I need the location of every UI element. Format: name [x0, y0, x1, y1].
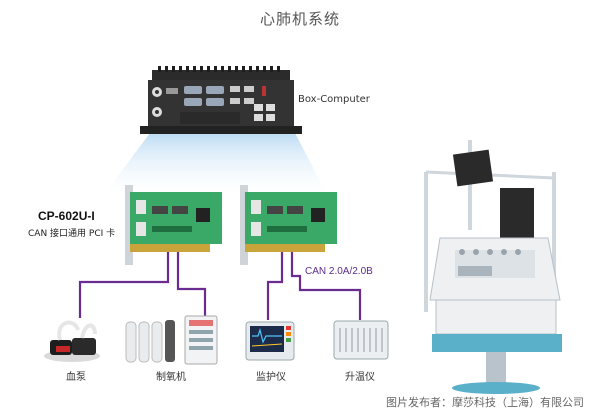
device-label-monitor: 监护仪	[256, 372, 286, 383]
signal-beam	[100, 133, 330, 200]
device-label-oxygen-machine: 制氧机	[156, 372, 186, 383]
pci-card-1	[125, 185, 222, 265]
card-description: CAN 接口通用 PCI 卡	[28, 229, 116, 239]
device-label-blood-pump: 血泵	[66, 372, 86, 383]
oxygen-machine-device	[125, 315, 218, 365]
box-computer	[140, 66, 302, 134]
box-computer-label: Box-Computer	[298, 94, 370, 105]
patient-monitor-device	[245, 321, 295, 361]
diagram-title: 心肺机系统	[259, 10, 340, 28]
heart-lung-machine	[424, 140, 562, 394]
can-protocol-label: CAN 2.0A/2.0B	[305, 266, 373, 277]
pci-card-2	[240, 185, 337, 265]
can-bus-lines	[78, 252, 362, 320]
warmer-device	[333, 320, 389, 360]
blood-pump-device	[44, 320, 100, 362]
image-credit: 图片发布者：摩莎科技（上海）有限公司	[386, 396, 584, 409]
card-model-name: CP-602U-I	[38, 209, 95, 223]
device-label-warmer: 升温仪	[345, 372, 375, 383]
